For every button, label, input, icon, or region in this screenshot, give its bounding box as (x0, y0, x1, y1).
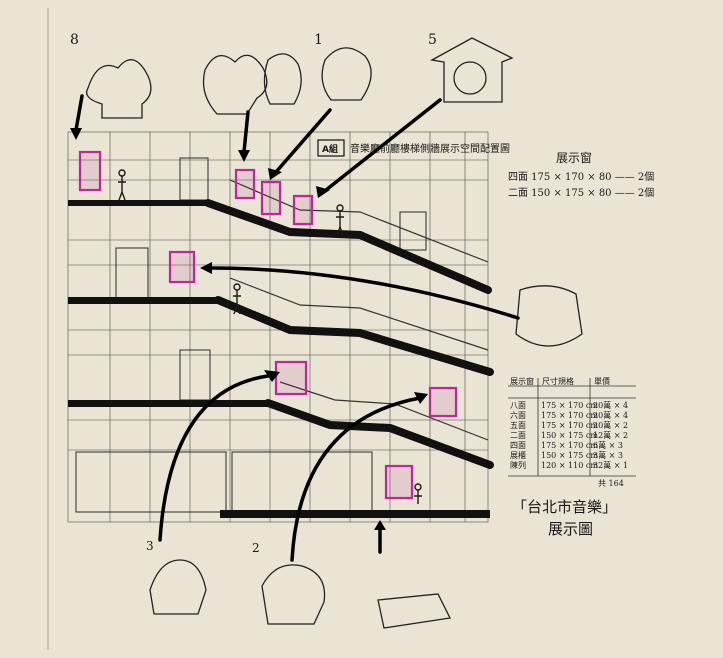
table-cell-size: 175 × 170 cm (541, 401, 598, 410)
sketch-number-5: 5 (428, 32, 437, 48)
arrow-1 (74, 94, 84, 132)
sketch-chime-stand (377, 593, 451, 629)
title-strip: A組 音樂廳前廳樓梯側牆展示空間配置圖 (317, 139, 510, 157)
glazing-grid (67, 131, 489, 523)
footer-subtitle: 展示圖 (548, 520, 593, 538)
table-cell-size: 175 × 170 cm (541, 421, 598, 430)
title-box-label: A組 (322, 143, 338, 155)
table-cell-size: 175 × 170 cm (541, 411, 598, 420)
table-cell-price: 3萬 × 3 (593, 450, 623, 460)
table-total: 共 164 (598, 479, 624, 488)
sketch-figure (263, 53, 302, 105)
display-case-4 (292, 194, 314, 226)
table-cell-type: 六面 (510, 410, 526, 420)
arrow-2 (242, 110, 250, 154)
arrow-3 (274, 108, 332, 174)
table-header-size: 尺寸規格 (542, 376, 574, 386)
arrow-5 (208, 266, 520, 320)
display-case-6 (274, 360, 308, 396)
pointer-arrows (74, 94, 520, 562)
table-cell-type: 二面 (510, 431, 526, 440)
arrow-heads (70, 128, 428, 530)
table-cell-price: 6萬 × 3 (593, 440, 623, 450)
building-section (67, 131, 494, 523)
display-case-1 (78, 150, 102, 192)
table-cell-size: 150 × 175 cm (541, 451, 598, 460)
sketch-horse-rider (85, 59, 152, 119)
arrow-6 (158, 374, 270, 542)
table-cell-price: 32萬 × 1 (593, 460, 628, 470)
table-cell-price: 20萬 × 4 (593, 400, 628, 410)
table-cell-price: 12萬 × 2 (593, 430, 628, 440)
display-case-3 (260, 180, 282, 216)
sketch-wheel (453, 61, 487, 95)
window-spec-notes: 展示窗 四面 175 × 170 × 80 —— 2個 二面 150 × 175… (508, 151, 654, 199)
drawing-title: 音樂廳前廳樓梯側牆展示空間配置圖 (350, 142, 510, 155)
table-cell-size: 175 × 170 cm (541, 441, 598, 450)
sketch-bell (149, 559, 207, 615)
table-cell-type: 四面 (510, 441, 526, 450)
arrow-4 (324, 98, 442, 192)
display-cases (78, 150, 458, 500)
sketch-number-1: 1 (314, 32, 323, 48)
sketch-number-8: 8 (70, 32, 79, 48)
sketch-dancer (321, 47, 372, 101)
display-case-8 (384, 464, 414, 500)
window-spec-1: 四面 175 × 170 × 80 —— 2個 (508, 170, 654, 183)
bottom-sketch-numbers: 3 2 (146, 539, 260, 555)
cost-table: 展示窗 尺寸規格 單價 八面 175 × 170 cm 20萬 × 4 六面 1… (508, 376, 636, 488)
sketch-pavilion (430, 37, 514, 103)
table-header-price: 單價 (594, 377, 610, 386)
top-sketch-numbers: 8 1 5 (70, 32, 437, 48)
table-cell-type: 五面 (510, 421, 526, 430)
title-box-frame (317, 139, 345, 157)
cost-table-grid (508, 378, 636, 477)
table-cell-price: 20萬 × 2 (593, 420, 628, 430)
bottom-sketches (149, 285, 583, 629)
display-case-5 (168, 250, 196, 284)
table-cell-price: 20萬 × 4 (593, 410, 628, 420)
handrails (229, 179, 489, 441)
staircases (204, 199, 494, 469)
table-cell-type: 八面 (510, 401, 526, 410)
sketch-side-object (515, 285, 583, 347)
footer-title: 「台北市音樂」 (512, 498, 617, 516)
sketch-musicians (202, 54, 268, 115)
window-heading: 展示窗 (556, 151, 592, 165)
floor-slabs (68, 200, 490, 518)
arrow-7 (290, 396, 422, 562)
footer-title-block: 「台北市音樂」 展示圖 (512, 498, 617, 538)
display-case-2 (234, 168, 256, 200)
display-case-7 (428, 386, 458, 418)
sketch-number-2: 2 (252, 541, 260, 555)
table-cell-size: 120 × 110 cm (541, 461, 598, 470)
table-cell-type: 展櫃 (510, 450, 526, 460)
table-cell-size: 150 × 175 cm (541, 431, 598, 440)
sketch-drum (261, 564, 326, 625)
table-cell-type: 陳列 (510, 460, 526, 470)
sketch-number-3: 3 (146, 539, 154, 553)
top-sketches (85, 37, 514, 119)
table-header-type: 展示窗 (510, 376, 534, 386)
window-spec-2: 二面 150 × 175 × 80 —— 2個 (508, 186, 654, 199)
scale-figures (118, 169, 422, 504)
